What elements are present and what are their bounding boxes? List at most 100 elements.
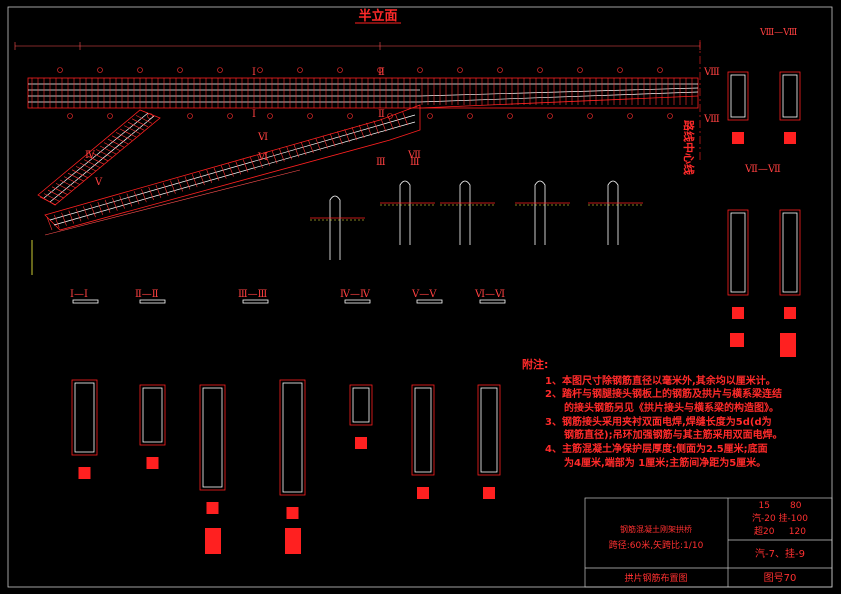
stirrup — [53, 214, 60, 228]
stirrup — [308, 139, 314, 154]
stirrup — [55, 183, 73, 192]
section-label: Ⅵ — [257, 152, 268, 163]
stirrup — [135, 115, 153, 124]
section-rebar — [74, 382, 95, 453]
load-line: 汽-20 挂-100 — [752, 512, 808, 524]
rebar-callout — [177, 67, 183, 73]
note-line: 钢筋直径);吊环加强钢筋与其主筋采用双面电焊。 — [564, 428, 783, 441]
note-line: 4、主筋混凝土净保护层厚度:侧面为2.5厘米;底面 — [545, 442, 768, 455]
stirrup — [112, 197, 118, 211]
note-line: 为4厘米,端部为 1厘米;主筋间净距为5厘米。 — [564, 456, 766, 469]
stirrup — [184, 176, 191, 190]
section-rebar — [142, 387, 163, 443]
note-line: 3、钢筋接头采用夹衬双面电焊,焊缝长度为5d(d为 — [545, 415, 772, 428]
rebar-callout — [577, 67, 583, 73]
rebar-callout — [137, 67, 143, 73]
span-info: 跨径:60米,矢跨比:1/10 — [609, 539, 704, 551]
drawing-title: 半立面 — [358, 8, 397, 24]
section-label: Ⅴ — [94, 177, 103, 188]
stirrup — [322, 135, 329, 149]
stirrup — [351, 127, 358, 141]
load-line: 15 80 — [759, 501, 802, 511]
stirrup — [103, 142, 121, 151]
section-outline — [727, 71, 749, 121]
rebar-callout — [347, 113, 353, 119]
column-rebar — [459, 180, 471, 245]
section-cut-row: Ⅰ—Ⅰ Ⅱ—Ⅱ Ⅲ—Ⅲ Ⅳ—Ⅳ Ⅴ—Ⅴ Ⅵ—Ⅵ Ⅶ—Ⅶ Ⅷ—Ⅷ — [70, 28, 797, 300]
stirrup — [95, 149, 113, 158]
rebar-callout — [457, 67, 463, 73]
stirrup — [71, 169, 89, 179]
stirrup — [111, 135, 129, 145]
cut-section — [344, 299, 371, 304]
section-rebar — [730, 74, 746, 118]
stirrup — [79, 162, 97, 172]
stirrup — [104, 199, 111, 213]
section-rebar — [202, 387, 223, 488]
column-rebar — [607, 180, 619, 245]
notes-block: 附注: 1、本图尺寸除钢筋直径以毫米外,其余均以厘米计。 2、踏杆与钢腿接头钢板… — [522, 357, 783, 469]
title-block — [584, 497, 833, 588]
rebar-callout — [337, 67, 343, 73]
stirrup — [213, 167, 220, 181]
stirrup — [257, 154, 263, 169]
section-outline — [279, 379, 306, 496]
section-tag — [730, 333, 744, 347]
rebar-callout — [387, 113, 393, 119]
section-outline — [139, 384, 166, 446]
section-rebar — [782, 212, 798, 293]
stirrup — [264, 152, 271, 166]
rebar-callout — [627, 113, 633, 119]
project-name: 钢筋混凝土刚架拱桥 — [620, 524, 692, 534]
section-rebar — [282, 382, 303, 493]
stirrup — [61, 212, 67, 226]
stirrup — [75, 208, 82, 222]
section-tag — [285, 528, 301, 554]
stirrup — [107, 138, 125, 148]
stirrup — [133, 191, 140, 205]
section-outline — [727, 209, 749, 296]
section-label: Ⅲ — [410, 157, 420, 168]
section-label: Ⅵ — [257, 132, 268, 143]
stirrup — [46, 216, 53, 231]
section-label: Ⅷ — [703, 67, 720, 78]
stirrup — [402, 112, 409, 126]
stirrup — [387, 116, 394, 130]
load-class: 汽-7、挂-9 — [755, 547, 805, 560]
column-rebar — [534, 180, 546, 245]
stirrup — [249, 156, 256, 171]
rebar-callout — [267, 113, 273, 119]
section-tag — [146, 457, 159, 469]
stirrup — [99, 145, 117, 155]
section-label: Ⅶ — [407, 150, 421, 161]
stirrup — [91, 152, 109, 162]
section-markers: Ⅰ Ⅰ Ⅱ Ⅱ Ⅲ Ⅲ Ⅵ Ⅵ Ⅶ Ⅷ Ⅷ Ⅳ Ⅴ — [85, 67, 720, 188]
cut-section — [72, 299, 99, 304]
rebar-callout — [97, 67, 103, 73]
stirrup — [119, 195, 125, 209]
leg-dimension — [44, 169, 301, 236]
stirrup — [329, 133, 336, 147]
section-outline — [411, 384, 435, 476]
girder-stirrups — [31, 67, 693, 119]
stirrup — [59, 179, 77, 189]
drawing-number: 图号70 — [764, 572, 797, 584]
stirrup — [75, 166, 93, 175]
stirrup — [97, 201, 104, 216]
section-tag — [205, 528, 221, 554]
cut-section — [479, 299, 506, 304]
rebar-callout — [257, 67, 263, 73]
stirrup — [119, 128, 137, 138]
section-tag — [483, 487, 495, 499]
section-tag — [355, 437, 367, 449]
section-outline — [199, 384, 226, 491]
section-tag — [732, 132, 744, 144]
section-title: Ⅷ—Ⅷ — [759, 28, 797, 38]
stirrup — [344, 129, 350, 143]
column-rebar — [399, 180, 411, 245]
note-line: 的接头钢筋另见《拱片接头与横系梁的构造图》。 — [564, 401, 779, 414]
section-title: Ⅱ—Ⅱ — [135, 289, 159, 300]
rebar-callout — [227, 113, 233, 119]
rebar-callout — [467, 113, 473, 119]
